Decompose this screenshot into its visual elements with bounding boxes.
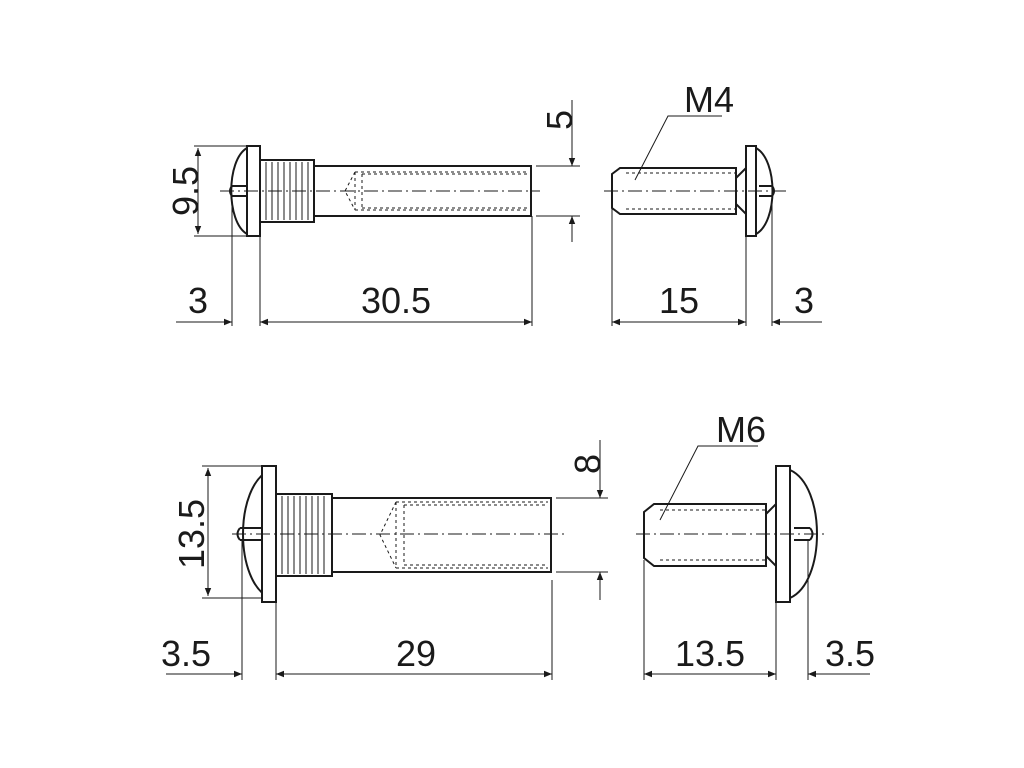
dimension-lines-top <box>176 100 822 326</box>
m6-sleeve-nut <box>236 465 552 603</box>
thread-label-top: M4 <box>684 79 734 120</box>
dim-head-height-bottom: 13.5 <box>171 499 212 569</box>
dim-sleeve-length-bottom: 29 <box>396 633 436 674</box>
dim-head-thickness-bottom-left: 3.5 <box>161 633 211 674</box>
dimension-lines-bottom <box>166 440 870 680</box>
dim-head-thickness-top-right: 3 <box>794 280 814 321</box>
thread-label-bottom: M6 <box>716 409 766 450</box>
dim-head-height-top: 9.5 <box>165 166 206 216</box>
dim-sleeve-length-top: 30.5 <box>361 280 431 321</box>
dim-head-thickness-top-left: 3 <box>188 280 208 321</box>
dim-screw-length-bottom: 13.5 <box>675 633 745 674</box>
dim-bore-top: 5 <box>539 110 580 130</box>
dim-head-thickness-bottom-right: 3.5 <box>825 633 875 674</box>
dim-bore-bottom: 8 <box>567 454 608 474</box>
dim-screw-length-top: 15 <box>659 280 699 321</box>
